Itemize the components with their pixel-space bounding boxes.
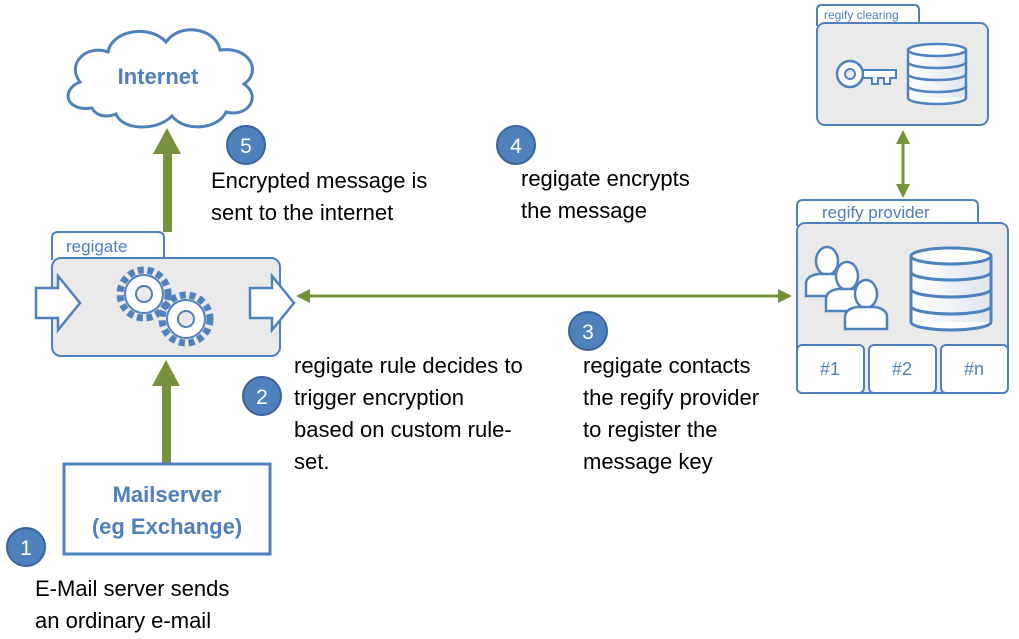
step-2-text: regigate rule decides to trigger encrypt… xyxy=(294,353,523,474)
step-badge-3: 3 xyxy=(568,311,608,351)
internet-label: Internet xyxy=(118,64,199,89)
slot-label: #1 xyxy=(820,359,840,379)
slot-label: #2 xyxy=(892,359,912,379)
gears-icon xyxy=(116,266,214,347)
step-5-text: Encrypted message is sent to the interne… xyxy=(211,168,428,225)
input-arrow-icon xyxy=(34,272,82,334)
step-badge-4: 4 xyxy=(496,125,536,165)
slot-label: #n xyxy=(964,359,984,379)
mailserver-box: Mailserver (eg Exchange) xyxy=(62,462,272,556)
database-icon xyxy=(909,246,993,332)
clearing-box: regify clearing xyxy=(816,4,989,126)
mailserver-label-line1: Mailserver xyxy=(113,482,222,507)
provider-tab xyxy=(796,199,979,226)
arrow-mailserver-to-regigate xyxy=(152,360,180,464)
arrow-regigate-provider xyxy=(296,289,792,303)
regigate-box: regigate xyxy=(34,231,296,357)
step-number: 1 xyxy=(20,537,32,560)
step-3-text: regigate contacts the regify provider to… xyxy=(583,353,760,474)
provider-slot-n: #n xyxy=(940,344,1009,394)
internet-cloud: Internet xyxy=(66,28,254,129)
step-badge-5: 5 xyxy=(226,125,266,165)
regigate-tab xyxy=(51,231,165,260)
arrow-regigate-to-internet xyxy=(153,128,181,232)
step-badge-2: 2 xyxy=(242,376,282,416)
provider-tab-label: regify provider xyxy=(822,203,930,222)
users-icon xyxy=(804,245,889,331)
provider-slot-2: #2 xyxy=(868,344,937,394)
step-number: 4 xyxy=(510,135,522,158)
mailserver-label-line2: (eg Exchange) xyxy=(92,514,242,539)
clearing-tab-label: regify clearing xyxy=(824,8,899,22)
step-number: 3 xyxy=(582,321,594,344)
key-icon xyxy=(835,59,897,89)
arrow-clearing-provider xyxy=(896,130,910,198)
clearing-tab xyxy=(816,4,920,26)
step-4-text: regigate encrypts the message xyxy=(521,166,690,223)
output-arrow-icon xyxy=(248,272,296,334)
step-badge-1: 1 xyxy=(6,527,46,567)
cloud-icon xyxy=(66,28,254,129)
provider-box: regify provider xyxy=(796,199,1009,394)
step-number: 5 xyxy=(240,135,252,158)
step-1-text: E-Mail server sends an ordinary e-mail xyxy=(35,576,230,633)
regigate-tab-label: regigate xyxy=(66,237,127,256)
step-number: 2 xyxy=(256,386,268,409)
database-icon xyxy=(906,42,968,106)
provider-slot-1: #1 xyxy=(796,344,865,394)
